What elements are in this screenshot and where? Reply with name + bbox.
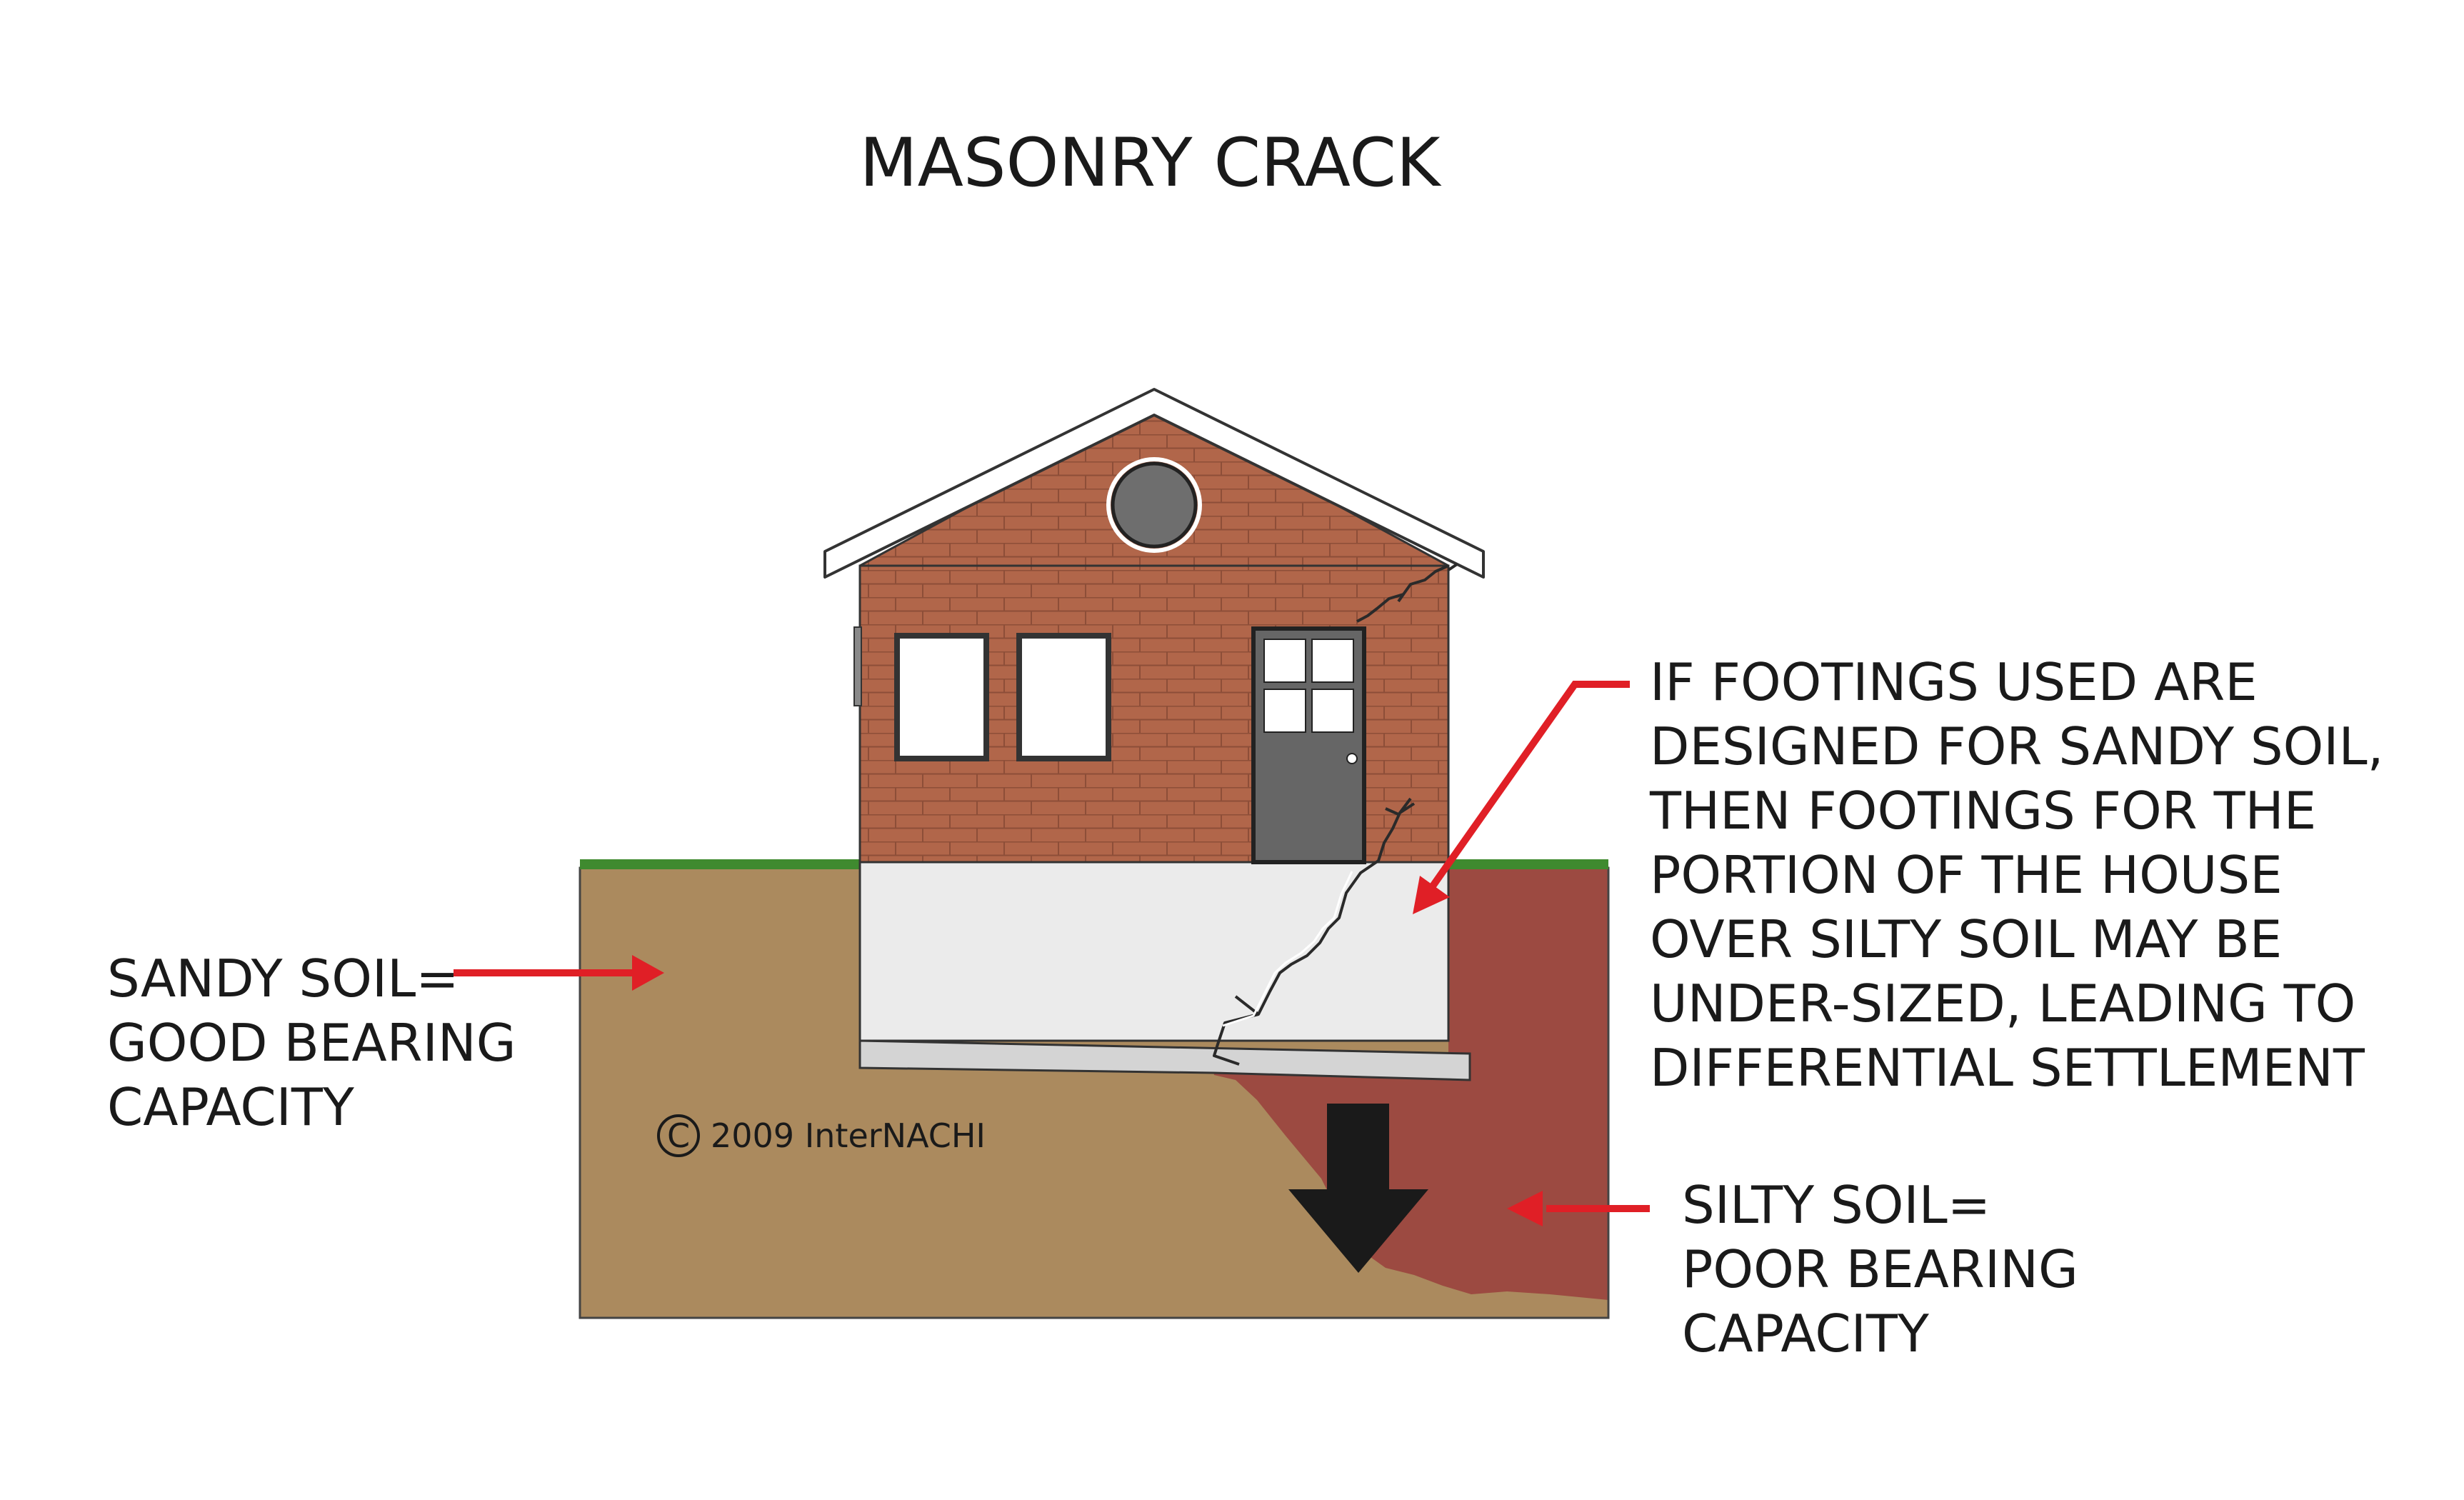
silty-soil-label-line: CAPACITY (1682, 1304, 1930, 1364)
silty-soil-label: SILTY SOIL= POOR BEARING CAPACITY (1682, 1175, 2095, 1364)
footing-note-line: DIFFERENTIAL SETTLEMENT (1650, 1038, 2365, 1098)
footing-note-line: IF FOOTINGS USED ARE (1650, 652, 2258, 712)
silty-soil-label-line: POOR BEARING (1682, 1239, 2078, 1299)
round-vent-ring (1106, 457, 1202, 553)
sandy-soil-label-line: CAPACITY (107, 1077, 355, 1137)
silty-soil-label-line: SILTY SOIL= (1682, 1175, 1990, 1235)
window-right (1016, 633, 1111, 761)
foundation-crack-highlight (1222, 871, 1353, 1027)
footing-note-line: THEN FOOTINGS FOR THE (1649, 781, 2316, 841)
down-arrow-icon (1288, 1104, 1428, 1273)
copyright-symbol: C (667, 1116, 690, 1155)
door-pane-2 (1311, 639, 1354, 683)
sandy-soil-label: SANDY SOIL= GOOD BEARING CAPACITY (107, 949, 532, 1137)
copyright-circle-icon (657, 1114, 700, 1157)
footing-note-line: OVER SILTY SOIL MAY BE (1650, 909, 2282, 969)
window-left (894, 633, 989, 761)
door-knob (1346, 753, 1358, 764)
wall-meter (853, 626, 862, 706)
red-arrow-icon-sandy (454, 955, 664, 991)
silty-soil-region (1208, 868, 1608, 1300)
roof-trim (823, 388, 1485, 579)
grass-right (1448, 859, 1608, 869)
foundation-footing (858, 1039, 1471, 1081)
sandy-soil-label-line: GOOD BEARING (107, 1013, 516, 1073)
door-pane-4 (1311, 689, 1354, 733)
grass-left (580, 859, 860, 869)
red-arrow-icon-footing-note (1413, 681, 1630, 914)
foundation-crack (1213, 797, 1416, 1066)
footing-note-label: IF FOOTINGS USED ARE DESIGNED FOR SANDY … (1649, 652, 2400, 1098)
red-arrow-icon-silty (1507, 1191, 1650, 1226)
round-vent-icon (1111, 461, 1198, 549)
door-pane-3 (1263, 689, 1306, 733)
sandy-soil-label-line: SANDY SOIL= (107, 949, 459, 1009)
footing-note-line: UNDER-SIZED, LEADING TO (1650, 974, 2355, 1034)
foundation-wall (858, 861, 1450, 1042)
copyright-text: 2009 InterNACHI (711, 1116, 986, 1155)
diagram-title: MASONRY CRACK (859, 124, 1441, 202)
footing-note-line: PORTION OF THE HOUSE (1650, 845, 2283, 905)
door-pane-1 (1263, 639, 1306, 683)
footing-note-line: DESIGNED FOR SANDY SOIL, (1650, 716, 2383, 776)
upper-wall-crack (1356, 563, 1458, 623)
